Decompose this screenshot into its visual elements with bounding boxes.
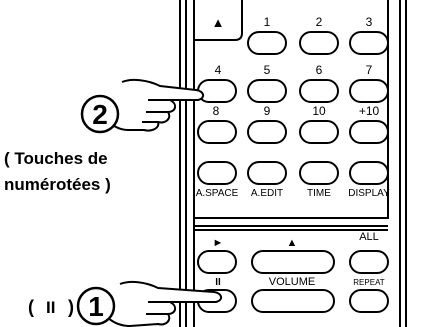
remote-body xyxy=(179,0,407,327)
all-button[interactable] xyxy=(349,250,389,274)
key-8[interactable] xyxy=(197,120,237,144)
key-label-5: 5 xyxy=(264,63,271,77)
key-label-4: 4 xyxy=(215,63,222,77)
step-1-circle xyxy=(76,286,116,326)
play-icon: ► xyxy=(213,237,224,249)
display-button[interactable] xyxy=(349,161,389,185)
key-plus10[interactable] xyxy=(349,120,389,144)
repeat-button[interactable] xyxy=(349,289,389,313)
key-label-2: 2 xyxy=(316,15,323,29)
step-2-number: 2 xyxy=(92,99,108,130)
volume-up-icon: ▲ xyxy=(287,237,298,249)
key-5[interactable] xyxy=(247,79,287,103)
key-label-8: 8 xyxy=(213,104,220,118)
volume-down-button[interactable] xyxy=(251,289,335,313)
key-9[interactable] xyxy=(247,120,287,144)
step-1-number: 1 xyxy=(88,291,104,322)
key-label-10: 10 xyxy=(312,104,326,118)
key-label-plus10: +10 xyxy=(359,104,380,118)
pointing-hand-icon xyxy=(103,78,204,132)
eject-icon: ▲ xyxy=(212,15,225,30)
key-10[interactable] xyxy=(299,120,339,144)
time-label: TIME xyxy=(307,188,331,199)
time-button[interactable] xyxy=(299,161,339,185)
panel-outlines xyxy=(193,0,389,327)
repeat-label: REPEAT xyxy=(353,278,385,287)
key-label-6: 6 xyxy=(316,63,323,77)
pause-icon: II xyxy=(215,277,221,288)
step-2-caption-line1: ( Touches de xyxy=(4,149,108,168)
key-1[interactable] xyxy=(247,31,287,55)
step-2-circle xyxy=(80,94,120,134)
key-label-1: 1 xyxy=(264,15,271,29)
play-button[interactable] xyxy=(197,250,237,274)
key-label-7: 7 xyxy=(366,63,373,77)
function-key-labels: A.SPACE A.EDIT TIME DISPLAY xyxy=(196,188,390,199)
step-1-suffix: ) xyxy=(68,297,74,317)
a-space-label: A.SPACE xyxy=(196,188,239,199)
pause-symbol-callout: II xyxy=(46,298,55,317)
key-6[interactable] xyxy=(299,79,339,103)
number-keys xyxy=(197,31,389,144)
pointing-hand-icon xyxy=(105,280,222,327)
key-label-3: 3 xyxy=(366,15,373,29)
step-1-prefix: ( xyxy=(28,297,34,317)
function-keys xyxy=(197,161,389,185)
all-label: ALL xyxy=(359,231,379,243)
key-7[interactable] xyxy=(349,79,389,103)
key-2[interactable] xyxy=(299,31,339,55)
volume-up-button[interactable] xyxy=(251,250,335,274)
a-edit-button[interactable] xyxy=(247,161,287,185)
key-3[interactable] xyxy=(349,31,389,55)
a-space-button[interactable] xyxy=(197,161,237,185)
key-label-9: 9 xyxy=(264,104,271,118)
display-label: DISPLAY xyxy=(348,188,390,199)
key-4[interactable] xyxy=(197,79,237,103)
a-edit-label: A.EDIT xyxy=(251,188,283,199)
volume-label: VOLUME xyxy=(269,276,315,288)
number-key-labels: 1 2 3 4 5 6 7 8 9 10 +10 xyxy=(213,15,380,118)
step-2-caption-line2: numérotées ) xyxy=(4,175,111,194)
